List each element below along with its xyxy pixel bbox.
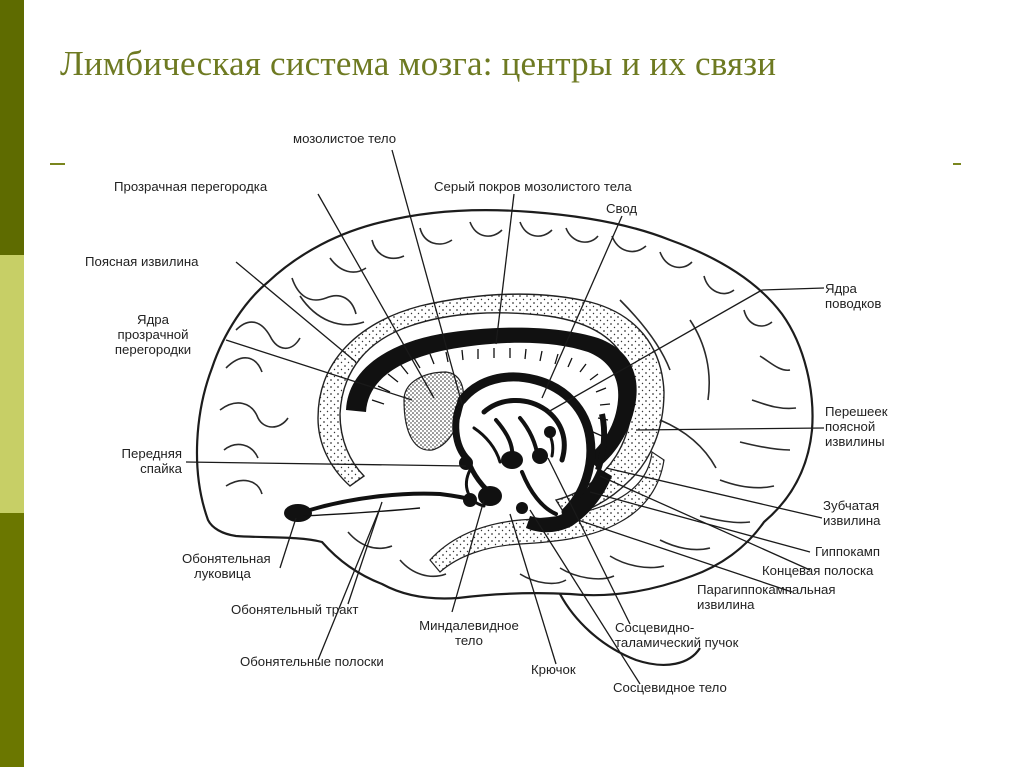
label-uncus: Крючок (531, 662, 576, 677)
label-indusium-griseum: Серый покров мозолистого тела (434, 179, 632, 194)
label-stria-terminalis: Концевая полоска (762, 563, 873, 578)
label-amygdala: Миндалевидное тело (404, 618, 534, 648)
olfactory-pathway (284, 494, 474, 522)
label-habenular-nuclei: Ядра поводков (825, 281, 881, 311)
label-anterior-commissure: Передняя спайка (86, 446, 182, 476)
label-septum-pellucidum: Прозрачная перегородка (114, 179, 267, 194)
label-fornix: Свод (606, 201, 637, 216)
label-cingulate-gyrus: Поясная извилина (85, 254, 198, 269)
label-septal-nuclei: Ядра прозрачной перегородки (86, 312, 220, 357)
label-isthmus: Перешеек поясной извилины (825, 404, 888, 449)
label-dentate-gyrus: Зубчатая извилина (823, 498, 880, 528)
label-corpus-callosum: мозолистое тело (293, 131, 396, 146)
label-olfactory-striae: Обонятельные полоски (240, 654, 384, 669)
label-mammillothalamic-tract: Сосцевидно- таламический пучок (615, 620, 738, 650)
fornix-and-connections (456, 377, 591, 514)
label-hippocampus: Гиппокамп (815, 544, 880, 559)
label-olfactory-tract: Обонятельный тракт (231, 602, 358, 617)
label-mammillary-body: Сосцевидное тело (613, 680, 727, 695)
label-parahippocampal-gyrus: Парагиппокампальная извилина (697, 582, 836, 612)
label-olfactory-bulb: Обонятельная луковица (182, 551, 271, 581)
